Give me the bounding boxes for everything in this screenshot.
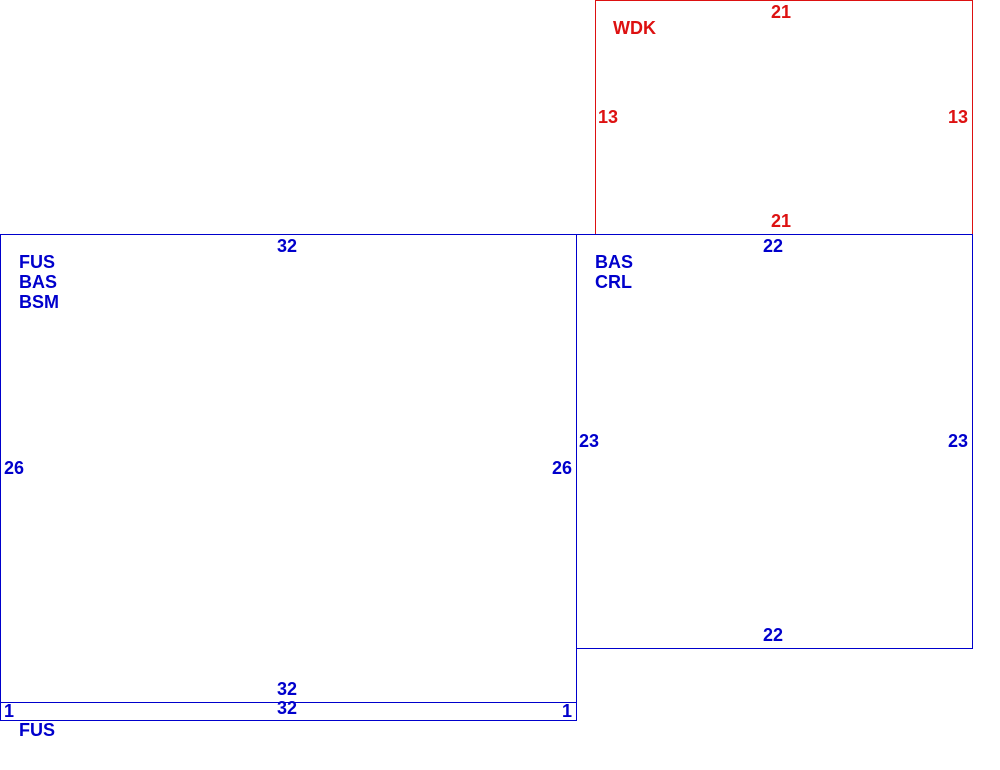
room-right-outline [576,234,973,649]
room-main-dim-top: 32 [276,236,298,256]
room-main-dim-right: 26 [551,458,572,478]
room-main-codes: FUS BAS BSM [19,252,59,312]
room-wdk-dim-left: 13 [598,107,619,127]
room-code: BSM [19,292,59,312]
room-right-dim-bottom: 22 [762,625,784,645]
room-right-dim-left: 23 [579,431,600,451]
room-strip-dim-right: 1 [561,701,572,721]
room-wdk-dim-top: 21 [770,2,792,22]
room-code: BAS [595,252,634,272]
room-main-dim-left: 26 [4,458,25,478]
room-strip-codes: FUS [19,720,55,740]
room-right-dim-right: 23 [947,431,968,451]
room-strip-dim-left: 1 [4,701,15,721]
room-code: CRL [595,272,632,292]
room-code: WDK [613,18,656,38]
room-right-codes: BAS CRL [595,252,633,292]
room-strip-outline [0,702,577,721]
room-main-outline [0,234,577,703]
room-wdk-dim-bottom: 21 [770,211,792,231]
room-right-dim-top: 22 [762,236,784,256]
room-code: FUS [19,252,55,272]
room-main-dim-bottom: 32 [276,679,298,699]
room-code: BAS [19,272,58,292]
room-wdk-codes: WDK [613,18,656,38]
room-wdk-dim-right: 13 [947,107,968,127]
room-code: FUS [19,720,55,740]
room-strip-dim-top: 32 [276,698,298,718]
